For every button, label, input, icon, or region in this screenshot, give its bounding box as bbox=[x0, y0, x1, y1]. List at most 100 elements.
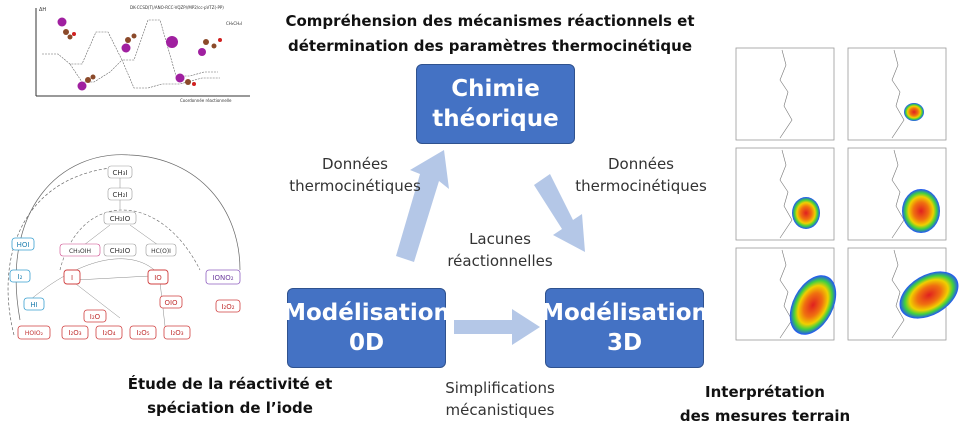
node-i bbox=[63, 269, 81, 285]
box-chimie-line-1: Chimie bbox=[451, 76, 540, 102]
header-line-2: détermination des paramètres thermocinét… bbox=[287, 37, 693, 55]
mech-line-6 bbox=[129, 224, 159, 246]
box-modelisation-0d[interactable]: Modélisation 0D bbox=[283, 288, 450, 368]
node-ch2io-mid-label: CH₂IO bbox=[110, 247, 131, 255]
node-i2o4-label: I₂O₄ bbox=[102, 329, 115, 337]
node-hoi-label: HOI bbox=[17, 241, 30, 249]
caption-iodine-line-1: Étude de la réactivité et bbox=[127, 375, 333, 393]
mech-line-2 bbox=[75, 283, 121, 319]
node-ch2io-top-label: CH₂IO bbox=[110, 215, 131, 223]
energy-title: DK-CCSD(T)/ANO-RCC-VQZP//MP2/cc-pVTZ(-PP… bbox=[130, 5, 224, 10]
node-i2 bbox=[9, 269, 31, 283]
node-i2o3-b-label: I₂O₃ bbox=[170, 329, 183, 337]
label-right-line-2: thermocinétiques bbox=[575, 177, 707, 195]
caption-field-measurements: Interprétation des mesures terrain bbox=[670, 380, 860, 428]
plume-maps-grid bbox=[722, 40, 960, 370]
plume-6 bbox=[899, 271, 959, 319]
coast-1 bbox=[779, 49, 793, 139]
box-0d-line-2: 0D bbox=[348, 330, 385, 356]
mech-outer-curve-1 bbox=[15, 154, 241, 321]
node-hcoi bbox=[145, 243, 177, 257]
box-chimie-line-2: théorique bbox=[432, 106, 559, 132]
plume-3 bbox=[792, 197, 820, 229]
energy-y-label: ΔH bbox=[39, 7, 46, 13]
node-ch2i bbox=[107, 187, 133, 201]
node-ch2io-top bbox=[103, 211, 137, 225]
caption-field-line-1: Interprétation bbox=[705, 383, 825, 401]
node-i-label: I bbox=[71, 274, 73, 282]
node-iono2-label: IONO₂ bbox=[212, 274, 233, 282]
node-io bbox=[147, 269, 169, 285]
node-ch3i bbox=[107, 165, 133, 179]
node-oio bbox=[159, 295, 183, 309]
map-panel-2 bbox=[847, 47, 947, 141]
arrow-0d-to-chimie bbox=[396, 150, 449, 262]
node-i2o2-label: I₂O₂ bbox=[221, 303, 234, 311]
node-ch3oih bbox=[59, 243, 101, 257]
energy-profile-figure: ΔH DK-CCSD(T)/ANO-RCC-VQZP//MP2/cc-pVTZ(… bbox=[30, 2, 254, 104]
header-line-1: Compréhension des mécanismes réactionnel… bbox=[285, 12, 695, 30]
label-right-donnees: Données thermocinétiques bbox=[566, 153, 716, 197]
node-hcoi-label: HC(O)I bbox=[151, 248, 171, 255]
label-lacunes: Lacunes réactionnelles bbox=[440, 228, 560, 272]
caption-iodine-study: Étude de la réactivité et spéciation de … bbox=[115, 372, 345, 420]
mech-outer-curve-3 bbox=[59, 209, 201, 271]
node-i2o5 bbox=[129, 325, 157, 340]
node-oio-label: OIO bbox=[164, 299, 178, 307]
node-ch3i-label: CH₃I bbox=[112, 169, 127, 177]
node-io-label: IO bbox=[154, 274, 162, 282]
box-chimie-theorique[interactable]: Chimie théorique bbox=[416, 64, 575, 144]
mech-line-5 bbox=[83, 224, 111, 246]
label-simplifications: Simplifications mécanistiques bbox=[430, 377, 570, 421]
node-hi-label: HI bbox=[30, 301, 37, 309]
node-i2o bbox=[83, 309, 107, 323]
arrow-0d-to-3d bbox=[454, 309, 540, 345]
energy-x-label: Coordonnée réactionnelle bbox=[180, 98, 232, 103]
mech-outer-curve-4 bbox=[29, 258, 161, 301]
label-right-line-1: Données bbox=[607, 155, 674, 173]
box-modelisation-3d[interactable]: Modélisation 3D bbox=[541, 288, 708, 368]
node-i2o2 bbox=[215, 299, 241, 313]
label-center-line-1: Lacunes bbox=[469, 230, 531, 248]
coast-2 bbox=[891, 49, 905, 139]
caption-iodine-line-2: spéciation de l’iode bbox=[147, 399, 313, 417]
node-hoi bbox=[11, 237, 35, 251]
node-i2o3-b bbox=[163, 325, 191, 340]
box-3d-line-1: Modélisation bbox=[541, 300, 708, 326]
label-bottom-line-1: Simplifications bbox=[445, 379, 555, 397]
map-panel-3 bbox=[735, 147, 835, 241]
box-3d-line-2: 3D bbox=[606, 330, 643, 356]
energy-path-1 bbox=[42, 19, 218, 77]
label-center-line-2: réactionnelles bbox=[447, 252, 553, 270]
caption-field-line-2: des mesures terrain bbox=[679, 407, 851, 425]
molecule-3 bbox=[121, 33, 137, 53]
node-ch2i-label: CH₂I bbox=[112, 191, 127, 199]
label-bottom-line-2: mécanistiques bbox=[445, 401, 555, 419]
plume-maps-svg bbox=[735, 47, 959, 341]
coast-3 bbox=[779, 149, 793, 239]
mech-line-1 bbox=[75, 275, 151, 281]
plume-2 bbox=[904, 103, 924, 121]
box-0d-line-1: Modélisation bbox=[283, 300, 450, 326]
node-hi bbox=[23, 297, 45, 311]
label-left-donnees: Données thermocinétiques bbox=[280, 153, 430, 197]
header-title: Compréhension des mécanismes réactionnel… bbox=[280, 9, 700, 59]
node-i2o3-a-label: I₂O₃ bbox=[68, 329, 81, 337]
label-left-line-2: thermocinétiques bbox=[289, 177, 421, 195]
node-i2o4 bbox=[95, 325, 123, 340]
iodine-mechanism-figure: CH₃I CH₂I CH₂IO CH₃OIH CH₂IO HC(O)I HOI … bbox=[7, 154, 241, 340]
node-i2o-label: I₂O bbox=[90, 313, 101, 321]
molecule-2 bbox=[77, 74, 96, 91]
arrow-chimie-to-3d bbox=[534, 174, 585, 252]
node-i2o5-label: I₂O₅ bbox=[136, 329, 149, 337]
node-hoio2-label: HOIO₂ bbox=[25, 330, 44, 337]
label-left-line-1: Données bbox=[321, 155, 388, 173]
node-ch2io-mid bbox=[103, 243, 137, 257]
molecule-5 bbox=[198, 38, 222, 56]
node-i2-label: I₂ bbox=[18, 273, 23, 281]
node-i2o3-a bbox=[61, 325, 89, 340]
plume-4 bbox=[902, 189, 940, 233]
coast-6 bbox=[891, 249, 905, 339]
energy-legend: CH₃CH₂I bbox=[226, 21, 242, 26]
